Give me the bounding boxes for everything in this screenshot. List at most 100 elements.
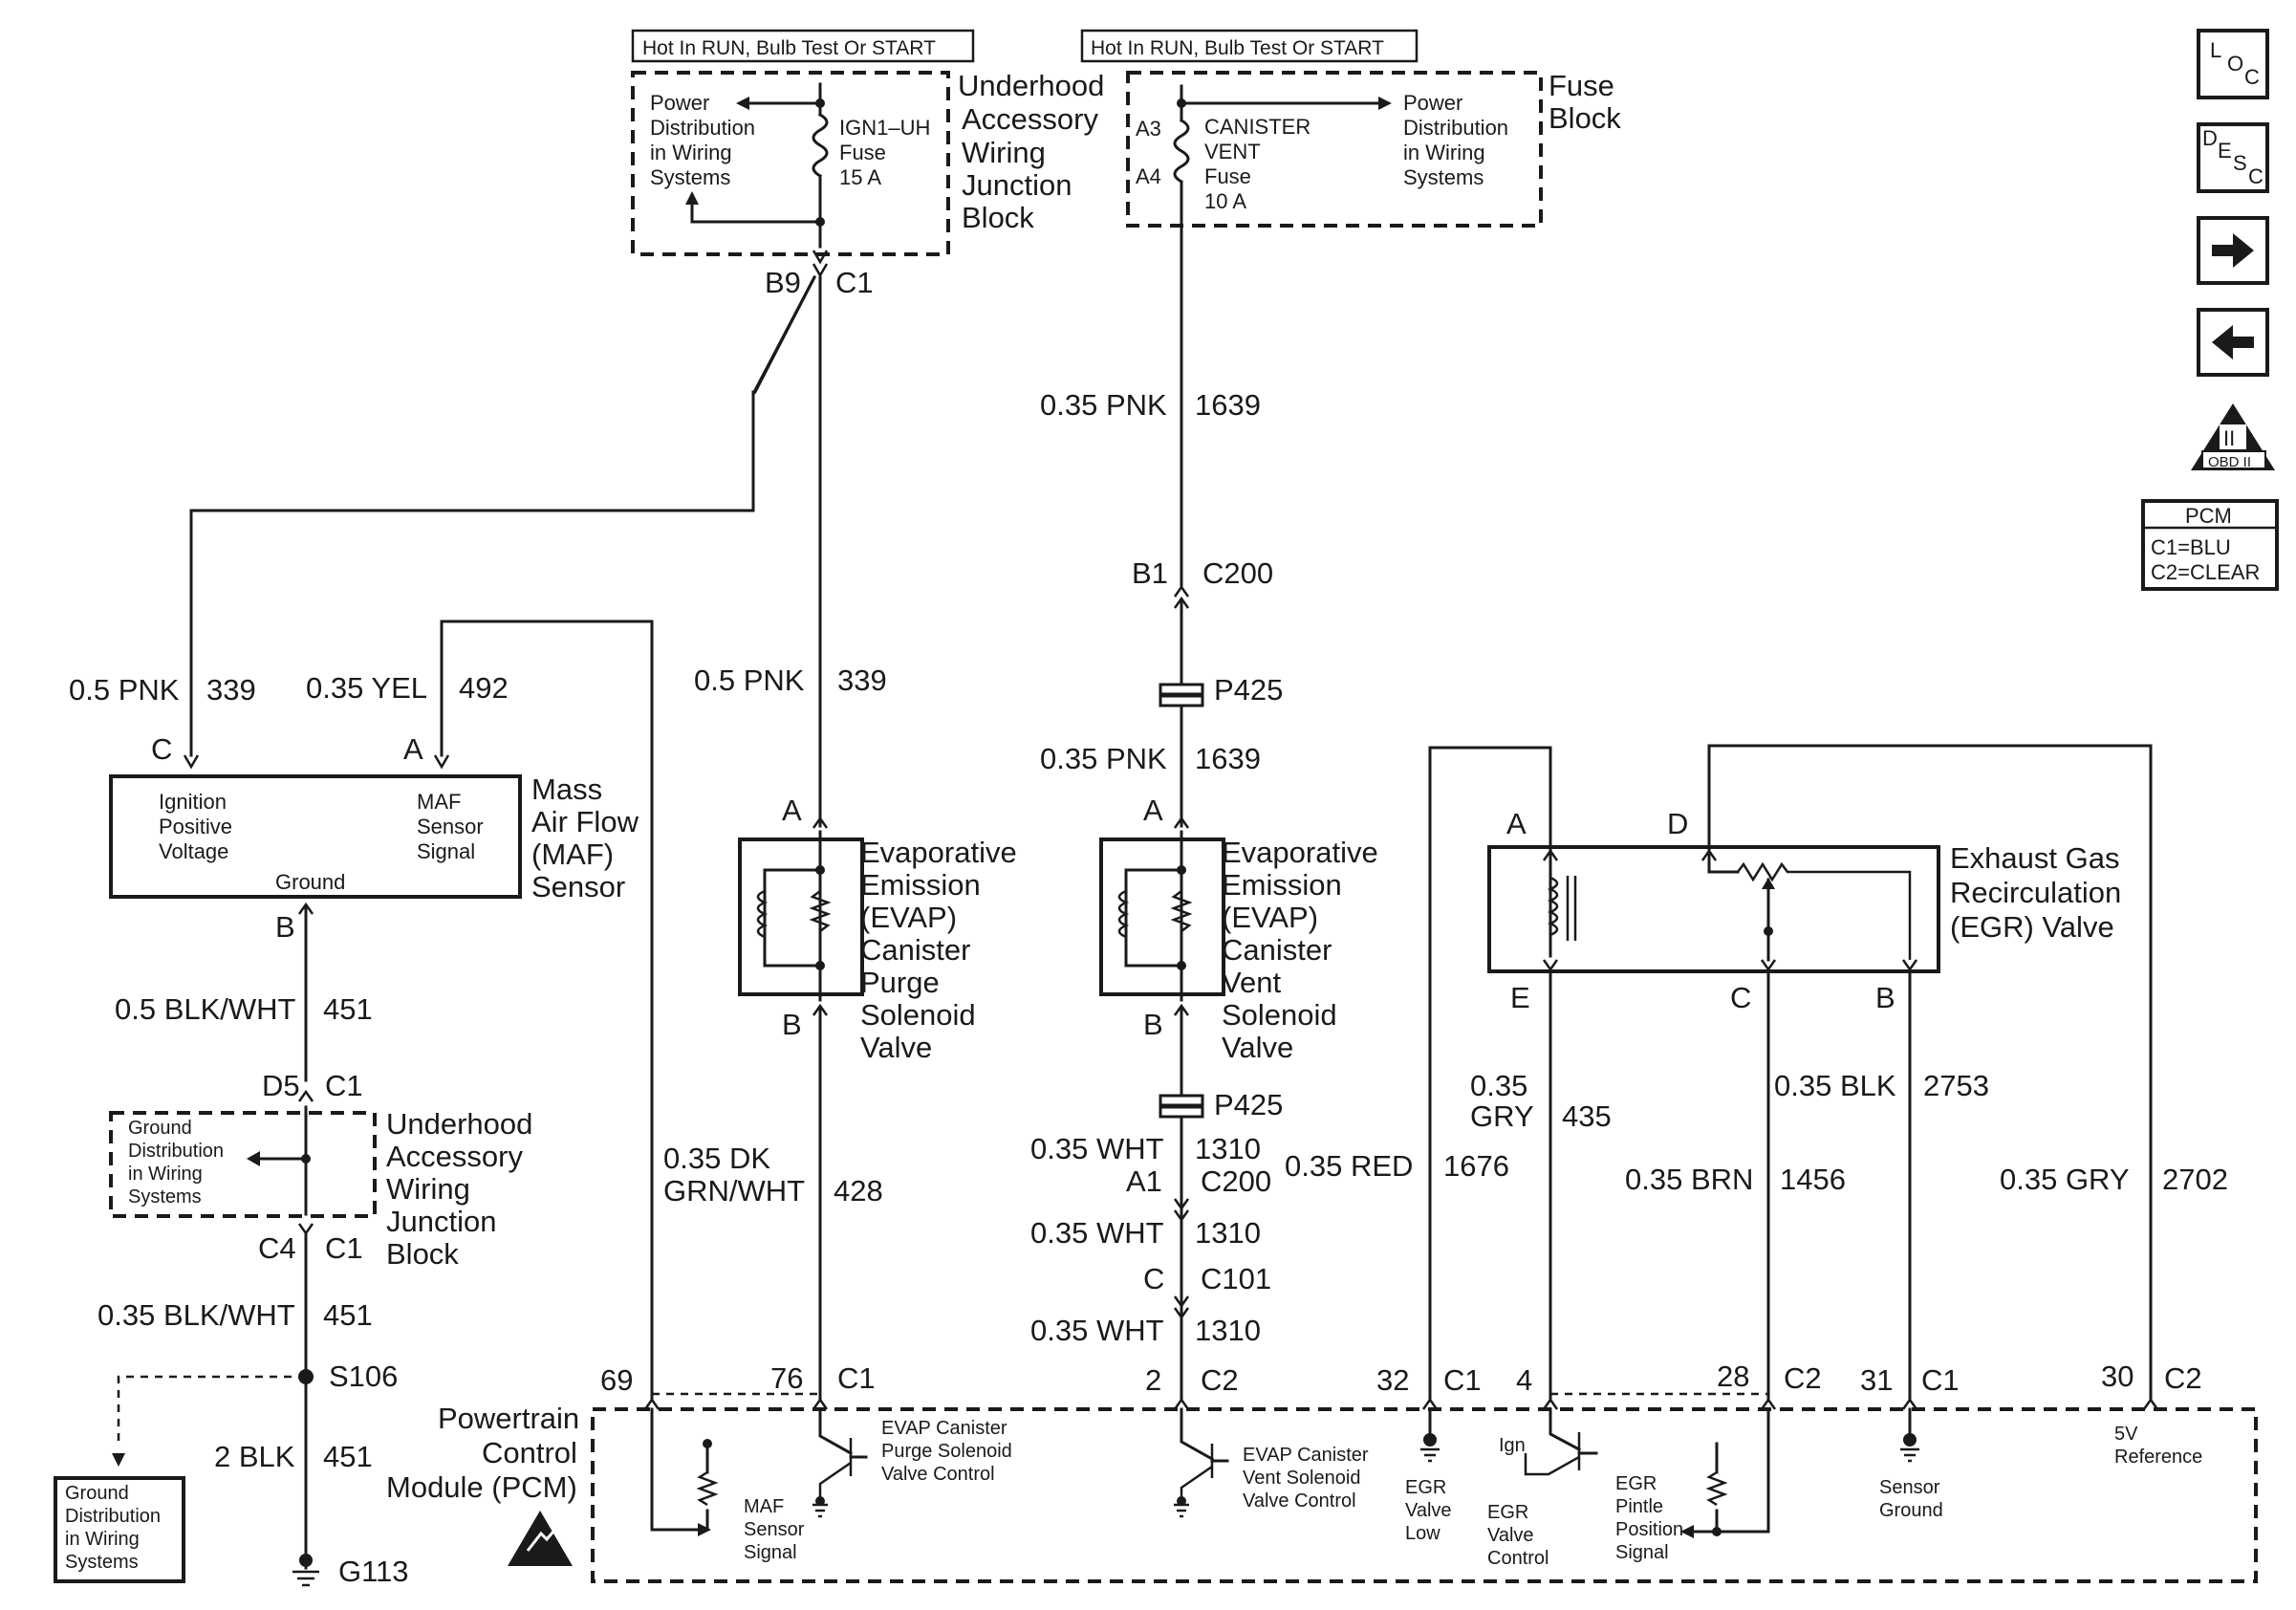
next-arrow-icon[interactable]: [2197, 216, 2269, 285]
svg-text:E: E: [2218, 139, 2232, 163]
svg-text:0.35 BLK: 0.35 BLK: [1774, 1069, 1896, 1102]
coil-icon: [756, 889, 769, 939]
fuse-icon: [812, 112, 829, 179]
svg-text:492: 492: [459, 671, 509, 705]
svg-text:451: 451: [323, 1298, 373, 1332]
svg-text:Ground Distribution: Ground Distribution in Wiring Systems: [65, 1483, 166, 1573]
svg-text:B: B: [1143, 1008, 1163, 1041]
connector-icon: [1173, 1295, 1190, 1320]
ground-icon: [1900, 1447, 1919, 1463]
ground-icon: [292, 1570, 319, 1587]
svg-text:EGR Valve Low: EGR Valve Low: [1405, 1477, 1457, 1544]
svg-text:1639: 1639: [1195, 388, 1261, 422]
svg-text:G113: G113: [338, 1555, 409, 1588]
svg-text:2 BLK: 2 BLK: [214, 1440, 295, 1473]
svg-text:2753: 2753: [1923, 1069, 1989, 1102]
svg-text:0.5 PNK: 0.5 PNK: [69, 673, 180, 707]
svg-text:0.35 WHT: 0.35 WHT: [1030, 1314, 1164, 1347]
svg-text:P425: P425: [1214, 673, 1283, 707]
svg-text:C200: C200: [1202, 556, 1273, 590]
evap-vent-solenoid: A B Evaporative Emission (EVAP) Canister…: [1099, 794, 1386, 1064]
svg-text:Ground Distribution: Ground Distribution in Wiring Systems: [128, 1118, 229, 1208]
svg-text:D5: D5: [262, 1069, 300, 1102]
fuse-text: CANISTER VENT Fuse 10 A: [1204, 115, 1316, 213]
svg-text:EVAP Canister Purge Sole: EVAP Canister Purge Solenoid Valve Contr…: [881, 1418, 1017, 1485]
svg-text:C1: C1: [1443, 1363, 1482, 1397]
header-right-text: Hot In RUN, Bulb Test Or START: [1091, 37, 1384, 59]
svg-text:30: 30: [2101, 1360, 2134, 1393]
fuse-pin-a4: A4: [1136, 164, 1161, 188]
svg-text:B: B: [1875, 981, 1895, 1014]
pcm-connector-legend: PCM C1=BLU C2=CLEAR: [2141, 499, 2279, 591]
svg-text:2702: 2702: [2162, 1163, 2228, 1196]
wire-492: [440, 620, 654, 1402]
svg-text:C: C: [2244, 65, 2260, 89]
svg-text:C2: C2: [1784, 1361, 1822, 1395]
maf-sensor: C A Ignition Positive Voltage MAF Sensor…: [109, 732, 647, 944]
svg-text:0.35 BRN: 0.35 BRN: [1625, 1163, 1753, 1196]
potentiometer-icon: [1737, 861, 1912, 960]
header-left-text: Hot In RUN, Bulb Test Or START: [642, 37, 936, 59]
svg-text:1310: 1310: [1195, 1216, 1261, 1250]
header-right: Hot In RUN, Bulb Test Or START: [1080, 29, 1419, 63]
svg-text:339: 339: [837, 664, 887, 697]
svg-text:MAF Sensor Signal: MAF Sensor Signal: [417, 790, 489, 863]
svg-text:Ignition Positive: Ignition Positive Voltage: [159, 790, 238, 863]
svg-text:339: 339: [206, 673, 256, 707]
svg-text:L: L: [2210, 38, 2221, 62]
coil-icon: [1117, 889, 1130, 939]
pin-b9: B9: [765, 266, 801, 299]
svg-text:C200: C200: [1201, 1164, 1271, 1198]
splice-pack-icon: [1159, 683, 1204, 707]
svg-text:PCM: PCM: [2185, 504, 2232, 528]
svg-text:OBD II: OBD II: [2208, 454, 2251, 470]
svg-text:A: A: [1143, 794, 1163, 827]
svg-text:28: 28: [1717, 1360, 1749, 1393]
svg-text:C101: C101: [1201, 1262, 1271, 1295]
esd-warning-icon: [508, 1511, 573, 1566]
svg-text:A: A: [782, 794, 802, 827]
svg-text:B: B: [275, 910, 295, 944]
loc-icon[interactable]: LOC: [2197, 29, 2269, 99]
wire-1676: [1428, 746, 1552, 1402]
underhood-junction-block-top: Power Distribution in Wiring Systems IGN…: [631, 69, 1104, 256]
svg-text:D: D: [1667, 807, 1688, 840]
ground-distribution-box: Ground Distribution in Wiring Systems: [54, 1476, 185, 1583]
header-left: Hot In RUN, Bulb Test Or START: [631, 29, 975, 63]
svg-text:EGR Pintle Positio: EGR Pintle Position Signal: [1615, 1473, 1689, 1563]
maf-name: Mass Air Flow (MAF) Sensor: [531, 772, 647, 903]
svg-text:Ign: Ign: [1499, 1435, 1526, 1456]
svg-text:0.5 BLK/WHT: 0.5 BLK/WHT: [115, 992, 296, 1026]
svg-text:1639: 1639: [1195, 742, 1261, 775]
prev-arrow-icon[interactable]: [2197, 308, 2269, 377]
ground-icon: [812, 1503, 828, 1518]
svg-text:0.35 GRY: 0.35 GRY: [2000, 1163, 2130, 1196]
coil-icon: [1547, 876, 1559, 937]
svg-text:451: 451: [323, 992, 373, 1026]
svg-text:B: B: [782, 1008, 802, 1041]
svg-text:1310: 1310: [1195, 1132, 1261, 1165]
svg-text:C4: C4: [258, 1231, 296, 1265]
svg-text:5V Reference: 5V Reference: [2114, 1424, 2202, 1468]
fuse-pin-a3: A3: [1136, 117, 1161, 141]
svg-text:C: C: [1730, 981, 1751, 1014]
fuse-icon: [1173, 118, 1190, 185]
svg-text:C1: C1: [325, 1231, 363, 1265]
svg-text:0.35 WHT: 0.35 WHT: [1030, 1216, 1164, 1250]
svg-text:69: 69: [600, 1363, 633, 1397]
svg-text:EGR Valve Control: EGR Valve Control: [1487, 1502, 1549, 1569]
connector-icon: [812, 250, 829, 278]
vent-name: Evaporative Emission (EVAP) Canister Ven…: [1222, 836, 1386, 1064]
resistor-icon: [696, 1470, 719, 1507]
svg-text:435: 435: [1562, 1099, 1612, 1133]
svg-text:0.35 WHT: 0.35 WHT: [1030, 1132, 1164, 1165]
svg-text:0.35 PNK: 0.35 PNK: [1040, 742, 1167, 775]
pcm-module: Powertrain Control Module (PCM) 69 76 C1…: [386, 1360, 2258, 1583]
svg-text:C2: C2: [1201, 1363, 1239, 1397]
pcm-name: Powertrain Control Module (PCM): [386, 1402, 588, 1504]
svg-text:1676: 1676: [1443, 1149, 1509, 1183]
ujb-power-text: Power Distribution in Wiring Systems: [650, 91, 761, 189]
svg-text:A1: A1: [1126, 1164, 1162, 1198]
svg-text:1310: 1310: [1195, 1314, 1261, 1347]
